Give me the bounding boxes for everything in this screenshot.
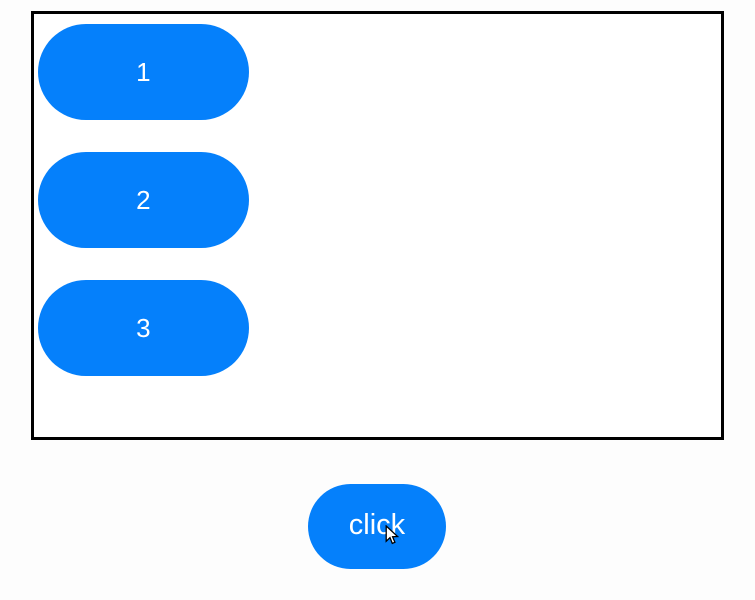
- list-item-label: 3: [136, 313, 151, 343]
- list-item-button-1[interactable]: 1: [38, 24, 249, 120]
- click-button-label: click: [348, 509, 406, 541]
- list-item-label: 2: [136, 185, 151, 215]
- click-button[interactable]: click: [308, 484, 446, 569]
- list-item-button-3[interactable]: 3: [38, 280, 249, 376]
- list-item-label: 1: [136, 57, 151, 87]
- list-item-button-2[interactable]: 2: [38, 152, 249, 248]
- numbered-button-list: 1 2 3: [38, 24, 249, 376]
